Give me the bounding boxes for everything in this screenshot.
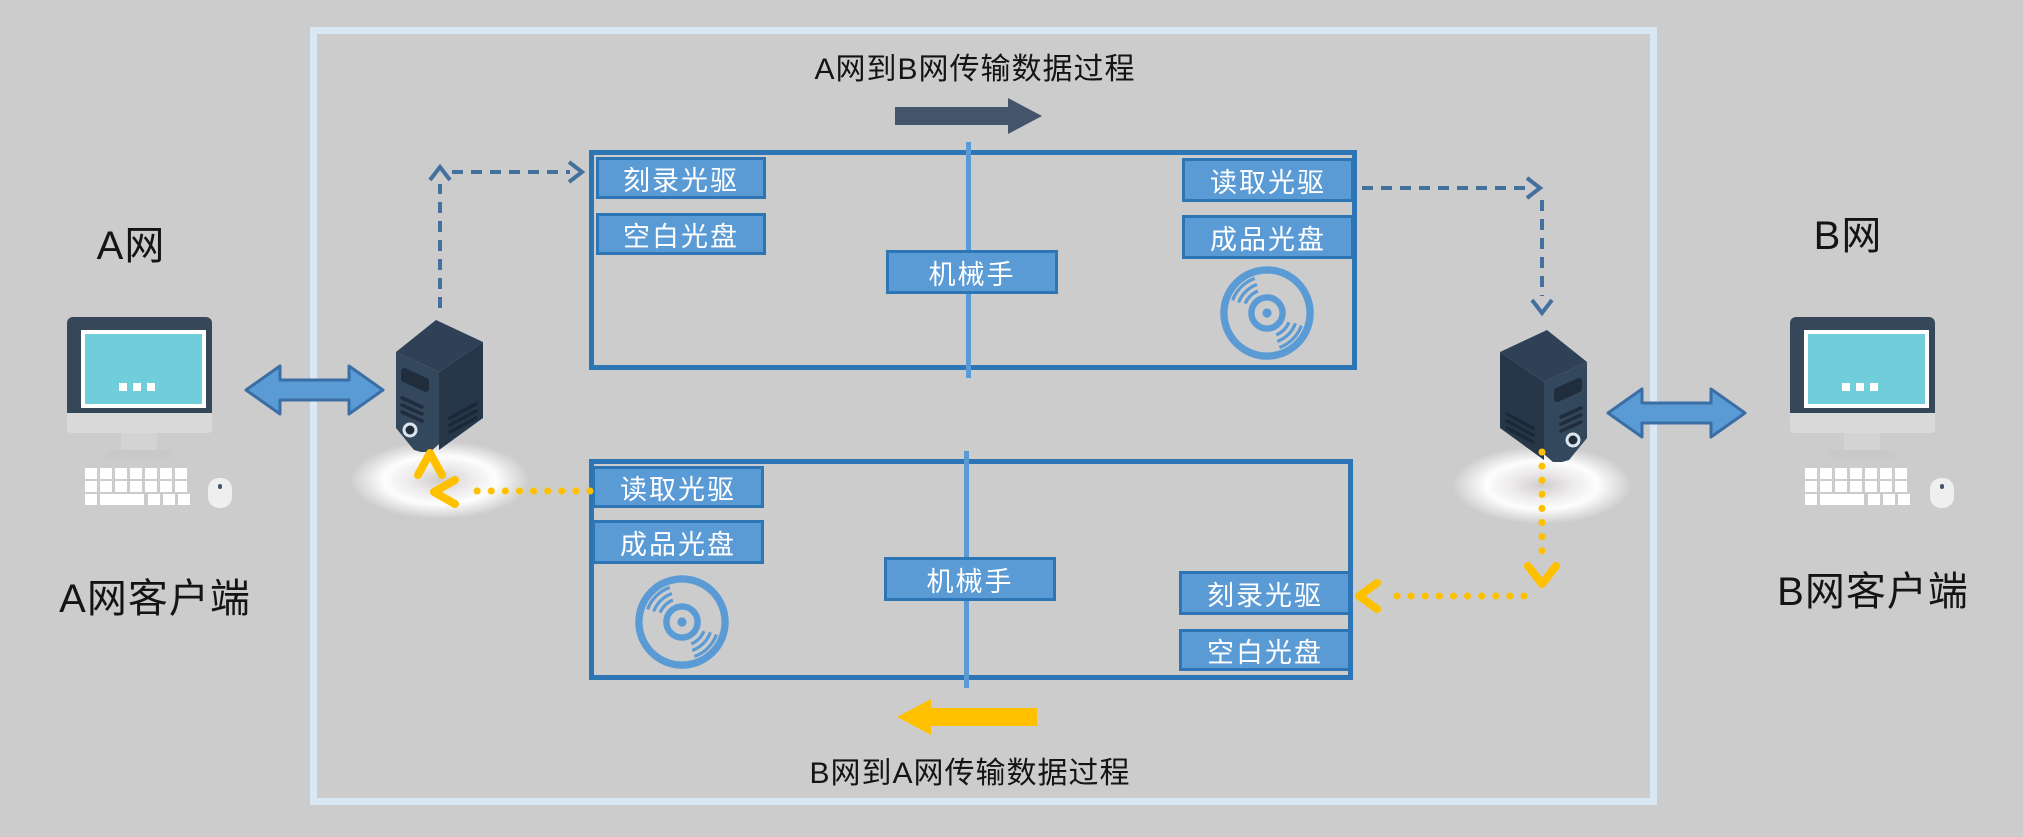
mouse-icon [1930, 478, 1954, 508]
mouse-icon [208, 478, 232, 508]
label-finished-disc-bottom: 成品光盘 [592, 520, 764, 564]
label-robot-arm-top: 机械手 [886, 250, 1058, 294]
process-box-a-to-b [589, 150, 1357, 370]
label-read-drive-top: 读取光驱 [1182, 158, 1354, 202]
screen-dots [119, 383, 155, 391]
optical-disc-icon [1220, 266, 1314, 360]
label-burn-drive-top: 刻录光驱 [596, 157, 766, 199]
label-blank-disc-bottom: 空白光盘 [1179, 629, 1351, 671]
desktop-computer-icon [1790, 317, 2023, 517]
network-b-label: B网 [1813, 214, 1883, 258]
optical-disc-icon [635, 575, 729, 669]
server-tower-icon [1500, 330, 1587, 462]
label-finished-disc-top: 成品光盘 [1182, 215, 1354, 259]
process-box-b-to-a [589, 459, 1353, 680]
server-a-glow [350, 441, 530, 519]
keyboard-icon [85, 468, 190, 505]
server-tower-icon [396, 320, 483, 452]
outer-frame [310, 27, 1657, 805]
double-headed-arrow-icon [244, 364, 385, 416]
top-flow-title: A网到B网传输数据过程 [814, 53, 1136, 86]
label-blank-disc-top: 空白光盘 [596, 213, 766, 255]
double-headed-arrow-icon [1606, 387, 1747, 439]
monitor-screen [81, 330, 206, 408]
left-block-arrow-icon [897, 699, 1037, 735]
monitor-screen [1804, 330, 1929, 408]
right-block-arrow-icon [895, 98, 1042, 134]
label-read-drive-bottom: 读取光驱 [592, 466, 764, 508]
desktop-computer-icon [67, 317, 307, 517]
network-a-label: A网 [96, 224, 166, 268]
label-robot-arm-bottom: 机械手 [884, 557, 1056, 601]
network-b-client-label: B网客户端 [1777, 570, 1969, 614]
network-a-client-label: A网客户端 [59, 577, 251, 621]
keyboard-icon [1805, 468, 1910, 505]
monitor-frame [1790, 317, 1935, 413]
bottom-flow-title: B网到A网传输数据过程 [809, 757, 1131, 790]
label-burn-drive-bottom: 刻录光驱 [1179, 571, 1351, 615]
screen-dots [1842, 383, 1878, 391]
monitor-frame [67, 317, 212, 413]
